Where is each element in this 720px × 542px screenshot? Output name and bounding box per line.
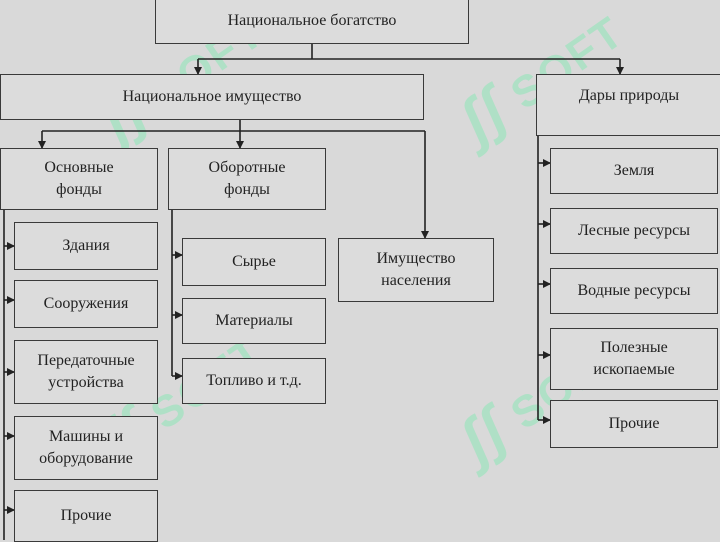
node-label: Передаточные устройства [37, 352, 135, 391]
node-label: Оборотные фонды [208, 159, 286, 198]
node-label: Прочие [608, 415, 660, 432]
node-label: Земля [613, 162, 655, 179]
node-label: Дары природы [578, 87, 680, 104]
node-nature-item: Полезные ископаемые [550, 328, 718, 390]
node-working-item: Топливо и т.д. [182, 358, 326, 404]
node-national-property: Национальное имущество [0, 74, 424, 120]
node-label: Имущество населения [376, 250, 456, 289]
node-fixed-item: Машины и оборудование [14, 416, 158, 480]
node-label: Прочие [60, 507, 112, 524]
node-working-assets: Оборотные фонды [168, 148, 326, 210]
node-label: Национальное имущество [122, 88, 302, 105]
node-fixed-item: Сооружения [14, 280, 158, 328]
node-working-item: Сырье [182, 238, 326, 286]
node-nature-item: Прочие [550, 400, 718, 448]
node-label: Сооружения [43, 295, 129, 312]
node-nature-item: Земля [550, 148, 718, 194]
node-nature-item: Водные ресурсы [550, 268, 718, 314]
node-national-wealth: Национальное богатство [155, 0, 469, 44]
node-fixed-item: Передаточные устройства [14, 340, 158, 404]
node-label: Сырье [232, 253, 276, 270]
node-working-item: Материалы [182, 298, 326, 344]
node-fixed-assets: Основные фонды [0, 148, 158, 210]
node-label: Топливо и т.д. [206, 372, 302, 389]
node-household-property: Имущество населения [338, 238, 494, 302]
node-label: Здания [62, 237, 110, 254]
node-label: Полезные ископаемые [593, 339, 675, 378]
node-natural-gifts: Дары природы [536, 74, 720, 136]
node-label: Национальное богатство [227, 12, 397, 29]
node-label: Основные фонды [44, 159, 114, 198]
node-nature-item: Лесные ресурсы [550, 208, 718, 254]
node-label: Водные ресурсы [577, 282, 691, 299]
node-label: Лесные ресурсы [578, 222, 690, 239]
node-fixed-item: Здания [14, 222, 158, 270]
node-label: Машины и оборудование [39, 428, 133, 467]
node-fixed-item: Прочие [14, 490, 158, 542]
node-label: Материалы [215, 312, 293, 329]
